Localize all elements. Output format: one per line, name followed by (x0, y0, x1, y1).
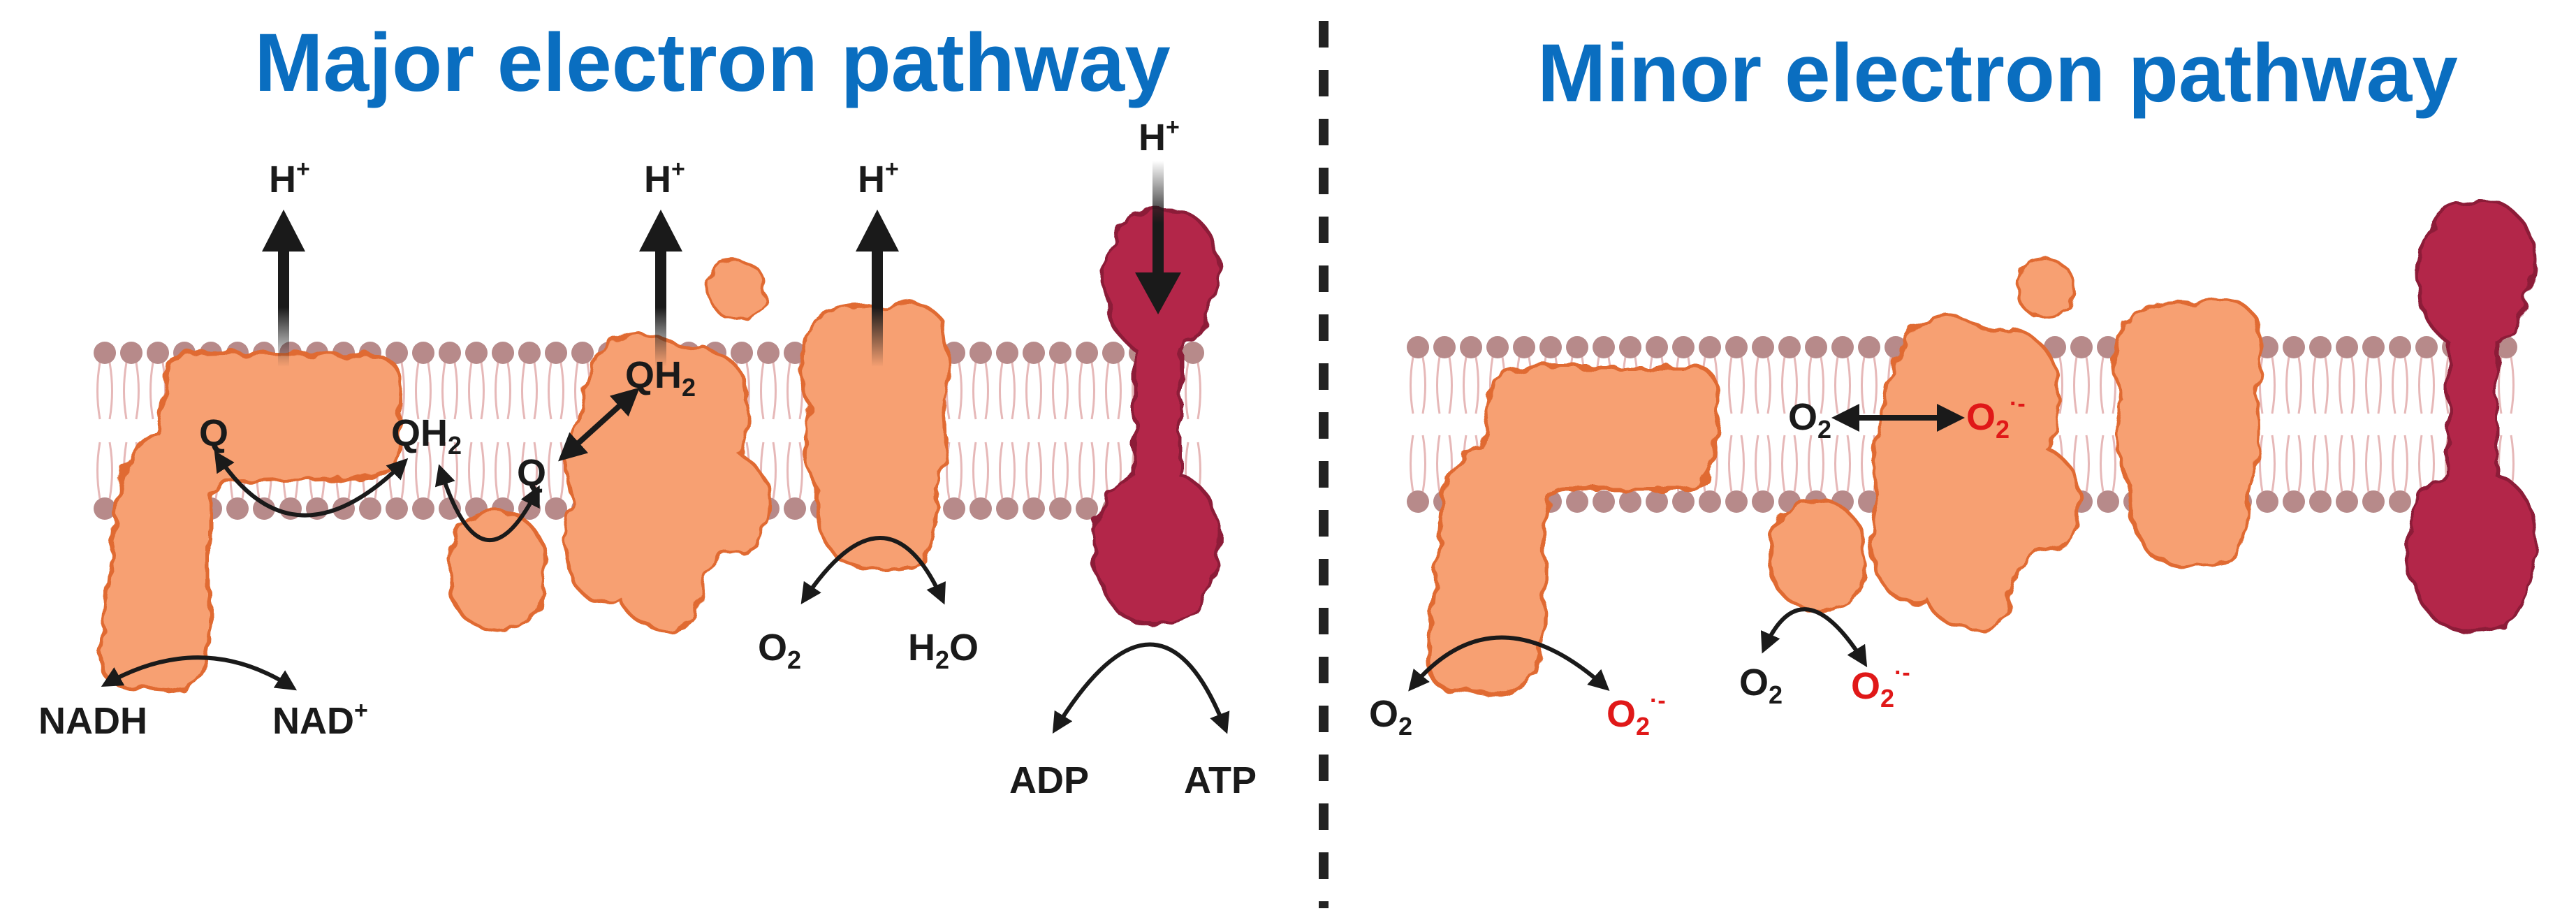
atp-label: ATP (1184, 759, 1257, 801)
nad-label: NAD+ (272, 697, 368, 742)
adp-label: ADP (1009, 759, 1089, 801)
arrow-nadh-to-nad (101, 655, 298, 691)
proton-arrow-complex-iii (639, 210, 682, 367)
complex-iv-right (2113, 297, 2263, 569)
proton-arrow-complex-i (262, 210, 305, 367)
left-panel-title: Major electron pathway (254, 17, 1170, 109)
arrow-q-to-qh2-complex-i (214, 450, 409, 518)
qh2-label-complex-iii: QH2 (625, 354, 696, 402)
o2-label-complex-i-right: O2 (1369, 693, 1412, 741)
complex-ii (448, 510, 548, 634)
h2o-label: H2O (908, 627, 979, 674)
o2-label-complex-ii-right: O2 (1739, 662, 1783, 709)
complex-iv (800, 300, 950, 572)
qh2-label-complex-i: QH2 (391, 412, 462, 460)
arrow-q-to-qh2-complex-iii (558, 387, 640, 462)
proton-arrow-atp-synthase (1135, 161, 1181, 314)
superoxide-label-complex-i: O2·- (1607, 687, 1666, 741)
superoxide-label-complex-iii: O2·- (1966, 391, 2026, 444)
complex-i (98, 350, 404, 694)
proton-label-1: H+ (269, 156, 310, 201)
arrow-complex-ii-to-q (434, 464, 540, 543)
arrow-o2-to-superoxide-complex-ii (1760, 607, 1868, 668)
complex-iii-right (1870, 257, 2081, 632)
atp-synthase-left (1091, 207, 1221, 627)
superoxide-label-complex-ii: O2·- (1851, 660, 1910, 713)
arrow-adp-to-atp (1052, 642, 1230, 734)
arrow-o2-to-superoxide-complex-i (1408, 635, 1610, 692)
arrow-o2-to-h2o (800, 536, 946, 605)
atp-synthase-right (2404, 200, 2538, 634)
complex-i-right (1426, 365, 1721, 698)
o2-label-complex-iv: O2 (758, 627, 801, 674)
nadh-label: NADH (38, 700, 147, 742)
complex-iii (564, 258, 772, 632)
right-panel-title: Minor electron pathway (1537, 27, 2458, 119)
q-label-complex-iii: Q (517, 452, 546, 494)
q-label-complex-i: Q (199, 412, 228, 454)
proton-label-2: H+ (644, 156, 685, 201)
o2-label-complex-iii-right: O2 (1788, 396, 1831, 444)
proton-label-4: H+ (1139, 114, 1180, 159)
proton-label-3: H+ (858, 156, 899, 201)
proton-arrow-complex-iv (856, 210, 899, 367)
complex-ii-right (1768, 499, 1868, 613)
